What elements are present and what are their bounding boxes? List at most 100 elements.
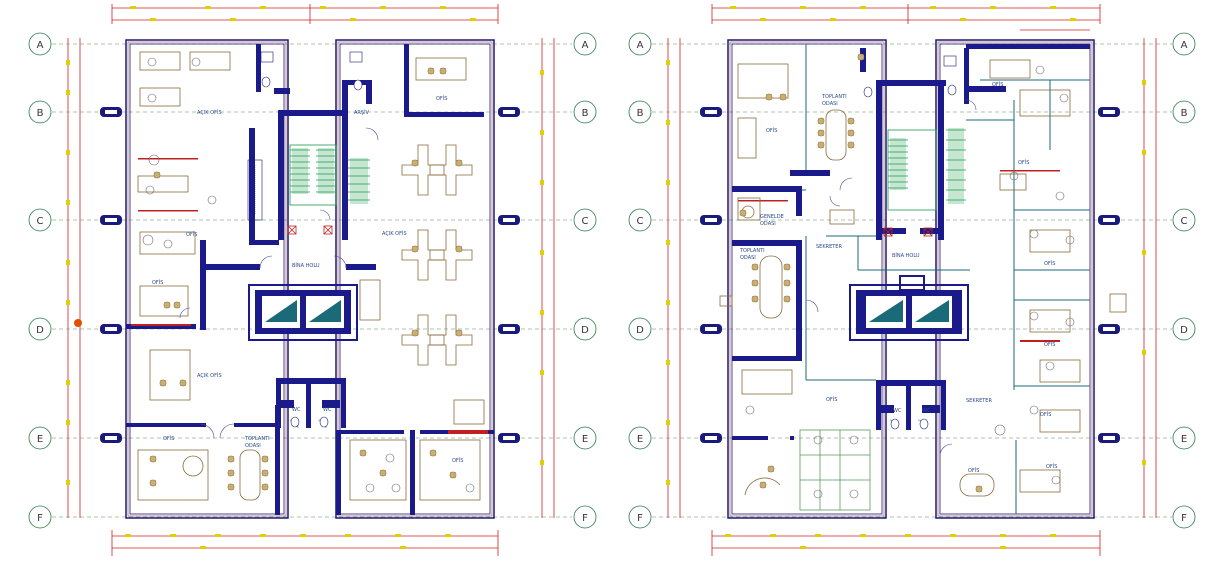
room-label-ofis-r2: OFİS [1044,260,1055,267]
room-label-ofis-tl: OFİS [766,127,777,134]
svg-text:C: C [1181,216,1188,227]
axis-bubble-b-2: B [628,100,652,124]
svg-text:A: A [582,40,589,51]
axis-bubble-f-2: F [628,505,652,529]
left-stairs [289,144,370,206]
axis-bubble-a-right: A [573,32,597,56]
room-label-acik-ofis: AÇIK OFİS [197,109,222,116]
right-outer-walls [727,39,1095,519]
svg-text:B: B [582,108,589,119]
room-label-toplanti-mid: TOPLANTI [739,248,765,254]
right-axis-bubbles: A B C D E F A B C D E F [628,32,1196,529]
axis-bubble-e-2: E [628,426,652,450]
axis-bubble-b-right: B [573,100,597,124]
axis-bubble-d-2-right: D [1172,317,1196,341]
room-label-arsiv: ARŞİV [354,109,370,116]
svg-text:E: E [37,434,43,445]
room-label-ofis-r4: OFİS [1040,411,1051,418]
left-dimension-top [111,4,499,24]
svg-text:B: B [1181,108,1188,119]
room-label-wc-4: WC [922,408,931,414]
svg-text:E: E [637,434,643,445]
svg-text:D: D [581,325,589,336]
room-label-wc-3: WC [893,408,902,414]
svg-text:F: F [582,513,588,524]
svg-text:D: D [636,325,644,336]
right-stairs [887,129,966,211]
svg-text:E: E [1181,434,1187,445]
svg-text:A: A [637,40,644,51]
svg-text:D: D [36,325,44,336]
room-label-ofis-br: OFİS [1046,463,1057,470]
room-label-sekreter-1: SEKRETER [816,244,842,250]
room-label-ofis-r3: OFİS [1044,341,1055,348]
room-label-bina-holu-right: BİNA HOLU [892,252,920,259]
room-label-toplanti-top-odasi: ODASI [822,101,838,107]
room-label-genel-odasi: ODASI [760,221,776,227]
left-outer-walls [125,39,495,519]
svg-text:A: A [37,40,44,51]
room-label-acik-ofis-2: AÇIK OFİS [197,372,222,379]
room-label-toplanti-mid-odasi: ODASI [740,255,756,261]
axis-bubble-e-2-right: E [1172,426,1196,450]
axis-bubble-a: A [28,32,52,56]
room-label-sekreter-2: SEKRETER [966,398,992,404]
room-label-ofis-small: OFİS [152,279,163,286]
left-floor-plan: A B C D E F A B C D E F [28,4,597,556]
svg-text:B: B [37,108,44,119]
left-axis-bubbles: A B C D E F A B C D E F [28,32,597,529]
svg-text:F: F [37,513,43,524]
left-room-labels: AÇIK OFİS OFİS ARŞİV OFİS OFİS AÇIK OFİS… [152,95,463,464]
svg-text:E: E [582,434,588,445]
axis-bubble-b-2-right: B [1172,100,1196,124]
axis-bubble-d-right: D [573,317,597,341]
room-label-ofis-top: OFİS [436,95,447,102]
axis-bubble-c-right: C [573,208,597,232]
room-label-toplanti: TOPLANTI [244,436,270,442]
axis-bubble-f: F [28,505,52,529]
right-core-walls [732,44,1090,440]
room-label-ofis-bottom-right: OFİS [452,457,463,464]
svg-text:F: F [1181,513,1187,524]
axis-bubble-a-2: A [628,32,652,56]
right-room-labels: OFİS TOPLANTI ODASI OFİS GENELDE ODASI T… [739,81,1057,474]
svg-text:C: C [582,216,589,227]
room-label-ofis-tr: OFİS [992,81,1003,88]
room-label-ofis-mid-right: OFİS [826,396,837,403]
right-floor-plan: A B C D E F A B C D E F [628,4,1196,556]
axis-bubble-b: B [28,100,52,124]
room-label-genel: GENELDE [760,214,784,220]
svg-text:A: A [1181,40,1188,51]
left-core-walls [126,44,494,515]
right-elevators [849,275,969,341]
axis-bubble-a-2-right: A [1172,32,1196,56]
room-label-acik-ofis-3: AÇIK OFİS [382,230,407,237]
room-label-bina-holu: BİNA HOLU [292,262,320,269]
room-label-ofis-r1: OFİS [1018,159,1029,166]
axis-bubble-c: C [28,208,52,232]
room-label-wc-1: WC [292,407,301,413]
axis-bubble-d-2: D [628,317,652,341]
svg-text:C: C [37,216,44,227]
right-furniture [719,59,1127,497]
room-label-ofis-mid: OFİS [186,231,197,238]
left-dimension-bottom [111,530,499,556]
axis-bubble-f-2-right: F [1172,505,1196,529]
axis-bubble-f-right: F [573,505,597,529]
svg-text:B: B [637,108,644,119]
axis-bubble-c-2: C [628,208,652,232]
room-label-ofis-bc: OFİS [968,467,979,474]
axis-bubble-e-right: E [573,426,597,450]
room-label-toplanti-top: TOPLANTI [821,94,847,100]
axis-bubble-e: E [28,426,52,450]
svg-text:F: F [637,513,643,524]
room-label-wc-2: WC [323,407,332,413]
room-label-toplanti-odasi: ODASI [245,443,261,449]
room-label-ofis-bottom-left: OFİS [163,435,174,442]
svg-text:D: D [1180,325,1188,336]
axis-bubble-d: D [28,317,52,341]
svg-text:C: C [637,216,644,227]
axis-bubble-c-2-right: C [1172,208,1196,232]
left-elevators [248,284,358,341]
